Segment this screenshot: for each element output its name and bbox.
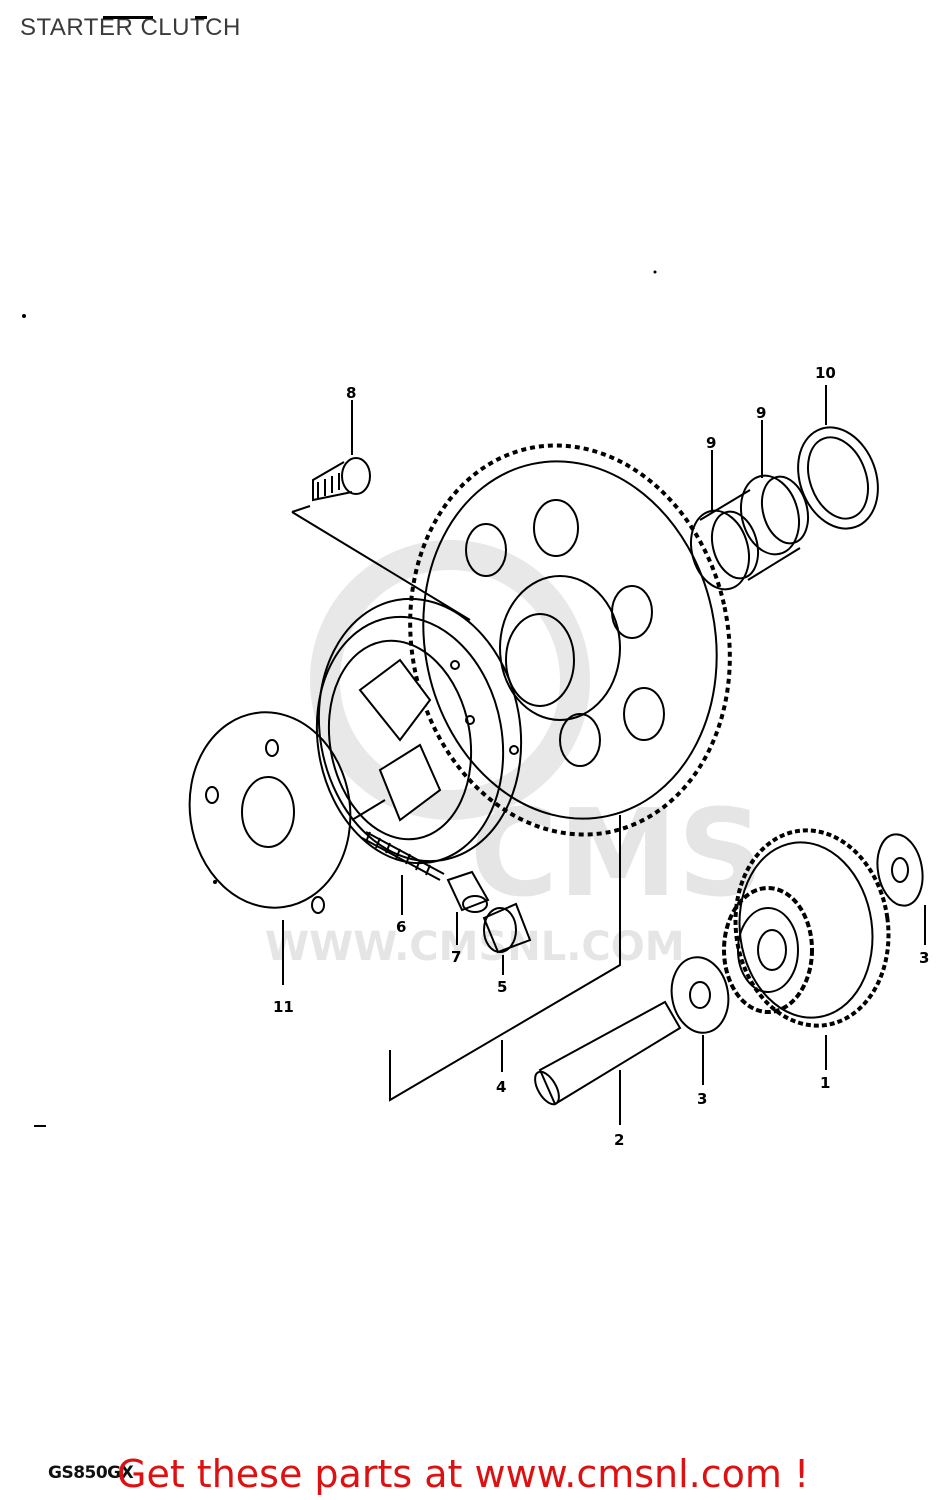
callout-4: 4: [496, 1078, 506, 1096]
callout-1: 1: [820, 1074, 830, 1092]
watermark: CMS WWW.CMSNL.COM: [265, 540, 764, 970]
part-3-washers: [670, 833, 926, 1085]
callout-9-right: 9: [756, 404, 766, 422]
callout-3-right: 3: [919, 949, 929, 967]
part-5-roller: [482, 902, 532, 975]
part-4-leader: [389, 815, 621, 1102]
model-code: GS850GX: [48, 1463, 134, 1483]
part-4-starter-gear: [408, 443, 732, 837]
one-way-clutch-housing: [315, 597, 523, 865]
callout-6: 6: [396, 918, 406, 936]
watermark-url: WWW.CMSNL.COM: [265, 924, 685, 970]
callout-labels: 1 2 3 3 4 5 6 7 8 9 9 10 11: [273, 364, 929, 1149]
callout-2: 2: [614, 1131, 624, 1149]
part-10-washer: [797, 385, 879, 530]
part-1-idler-gear: [722, 828, 891, 1070]
stray-marks: [22, 16, 657, 1127]
part-9-bearings: [690, 420, 810, 591]
callout-9-left: 9: [706, 434, 716, 452]
parts-link[interactable]: Get these parts at www.cmsnl.com !: [117, 1452, 810, 1496]
part-8-bolt: [291, 400, 471, 621]
callout-5: 5: [497, 978, 507, 996]
callout-8: 8: [346, 384, 356, 402]
callout-11: 11: [273, 998, 294, 1016]
part-6-spring: [351, 799, 445, 915]
part-2-shaft: [534, 1000, 682, 1125]
callout-3-lower: 3: [697, 1090, 707, 1108]
part-7-plunger: [446, 870, 490, 945]
watermark-letters: CMS: [470, 785, 764, 924]
callout-10: 10: [815, 364, 836, 382]
callout-7: 7: [451, 948, 461, 966]
part-11-plate: [188, 711, 352, 985]
